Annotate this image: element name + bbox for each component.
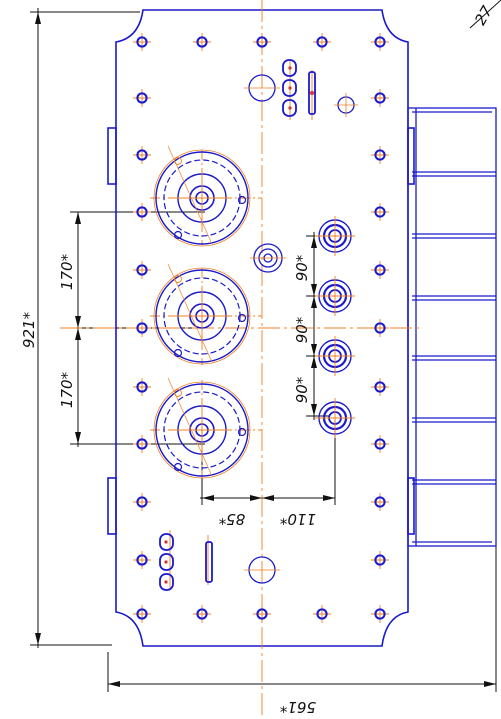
bolt-hole (133, 261, 151, 279)
center-lines (60, 0, 420, 719)
shaft-boss (315, 336, 355, 376)
bearing-bores (153, 145, 251, 479)
bolt-hole (133, 319, 151, 337)
bolt-hole (371, 146, 389, 164)
bolt-hole (371, 378, 389, 396)
bolt-hole (371, 551, 389, 569)
dimension-arrowheads (35, 12, 496, 687)
dimension-lines (30, 0, 501, 692)
bearing-bore (153, 263, 251, 365)
offset-right-label: 110* (279, 510, 316, 528)
bolt-hole (133, 146, 151, 164)
spacing-lower-label: 170* (58, 371, 76, 408)
bolt-hole (133, 33, 151, 51)
bolt-hole (133, 493, 151, 511)
offset-left-label: 85* (218, 510, 245, 528)
bolt-hole (133, 89, 151, 107)
bolt-hole (133, 435, 151, 453)
bolt-hole (133, 551, 151, 569)
bearing-bore (153, 145, 251, 247)
right-spacing-3-label: 90* (293, 376, 311, 403)
spacing-upper-label: 170* (58, 253, 76, 290)
bolt-hole (371, 203, 389, 221)
bolt-hole (371, 261, 389, 279)
side-ribs (407, 107, 497, 547)
bolt-hole (371, 435, 389, 453)
shaft-bosses (315, 216, 355, 438)
bearing-bore (153, 377, 251, 479)
bolt-hole (371, 33, 389, 51)
slot-marks (164, 66, 314, 584)
bolt-hole (313, 33, 331, 51)
right-spacing-1-label: 90* (293, 254, 311, 281)
bolt-hole (193, 605, 211, 623)
shaft-boss (315, 276, 355, 316)
bolt-hole (313, 605, 331, 623)
overall-width-label: 561* (279, 698, 316, 716)
bushing-crosshairs (244, 87, 358, 571)
bolt-hole (193, 33, 211, 51)
bolt-hole (133, 203, 151, 221)
bolt-hole (371, 493, 389, 511)
shaft-boss (315, 216, 355, 256)
bolt-hole (371, 89, 389, 107)
right-spacing-2-label: 90* (293, 316, 311, 343)
bolt-hole (133, 605, 151, 623)
chain-slots (159, 59, 316, 591)
overall-height-label: 921* (20, 311, 38, 348)
bolt-hole (133, 378, 151, 396)
bolt-hole (253, 33, 271, 51)
bolt-hole (371, 605, 389, 623)
corner-label: 27 (471, 2, 496, 28)
bolt-hole (253, 605, 271, 623)
bolt-hole (371, 319, 389, 337)
shaft-boss (315, 398, 355, 438)
bolt-holes (133, 33, 389, 623)
